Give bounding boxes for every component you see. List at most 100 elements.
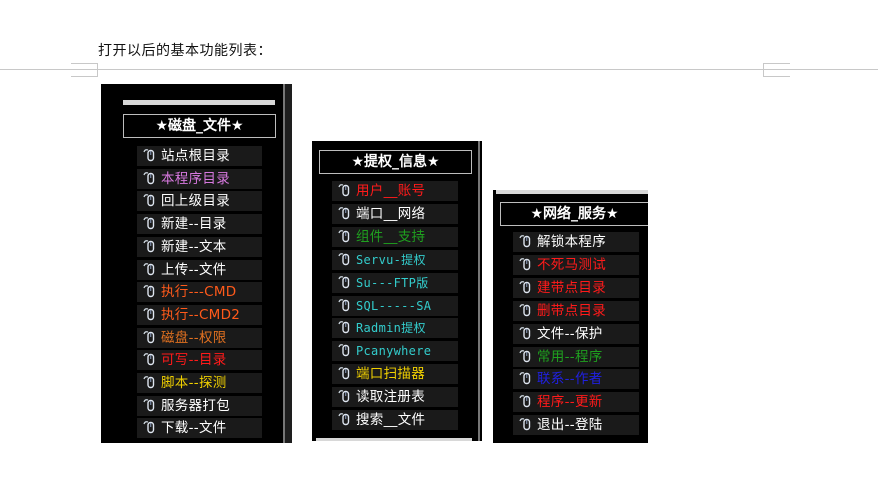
mouse-icon: [338, 412, 350, 426]
menu-item-label: Pcanywhere: [356, 344, 432, 358]
mouse-icon: [519, 417, 531, 431]
menu-item[interactable]: 建带点目录: [513, 278, 639, 298]
mouse-icon: [338, 275, 350, 289]
menu-item[interactable]: Su---FTP版: [332, 273, 458, 293]
menu-item-label: 文件--保护: [537, 326, 603, 342]
mouse-icon: [338, 183, 350, 197]
menu-item[interactable]: 读取注册表: [332, 387, 458, 407]
mouse-icon: [519, 326, 531, 340]
menu-item[interactable]: 退出--登陆: [513, 415, 639, 435]
panel-top-bar: [496, 190, 648, 194]
menu-item-label: 搜索__文件: [356, 412, 426, 428]
mouse-icon: [143, 420, 155, 434]
menu-item[interactable]: 下载--文件: [137, 418, 262, 438]
menu-item[interactable]: 脚本--探测: [137, 373, 262, 393]
menu-item-label: 解锁本程序: [537, 234, 606, 250]
header-divider: [0, 69, 878, 70]
menu-item[interactable]: Servu-提权: [332, 250, 458, 270]
mouse-icon: [143, 398, 155, 412]
menu-item-label: 上传--文件: [161, 262, 227, 278]
mouse-icon: [519, 234, 531, 248]
menu-item[interactable]: 本程序目录: [137, 169, 262, 189]
menu-item-label: SQL-----SA: [356, 299, 432, 313]
menu-item-label: 不死马测试: [537, 257, 606, 273]
menu-item-label: 服务器打包: [161, 398, 230, 414]
mouse-icon: [519, 371, 531, 385]
menu-item[interactable]: 新建--目录: [137, 214, 262, 234]
mouse-icon: [143, 307, 155, 321]
menu-item[interactable]: 服务器打包: [137, 396, 262, 416]
menu-item[interactable]: 可写--目录: [137, 350, 262, 370]
menu-item-label: 下载--文件: [161, 420, 227, 436]
menu-item[interactable]: 程序--更新: [513, 392, 639, 412]
mouse-icon: [143, 330, 155, 344]
menu-item[interactable]: 上传--文件: [137, 260, 262, 280]
panel-scrollbar[interactable]: [283, 84, 285, 443]
menu-item[interactable]: 回上级目录: [137, 191, 262, 211]
mouse-icon: [143, 262, 155, 276]
menu-item[interactable]: 不死马测试: [513, 255, 639, 275]
menu-item-label: Radmin提权: [356, 321, 426, 335]
menu-item[interactable]: 文件--保护: [513, 324, 639, 344]
menu-item-label: 回上级目录: [161, 193, 230, 209]
menu-item-label: 端口扫描器: [356, 366, 425, 382]
mouse-icon: [519, 280, 531, 294]
menu-item[interactable]: 常用--程序: [513, 347, 639, 367]
menu-item[interactable]: 站点根目录: [137, 146, 262, 166]
margin-marker-right: [763, 63, 790, 77]
menu-item[interactable]: 执行---CMD: [137, 282, 262, 302]
menu-item[interactable]: 组件__支持: [332, 227, 458, 247]
mouse-icon: [143, 375, 155, 389]
menu-item-label: 执行---CMD: [161, 284, 237, 300]
mouse-icon: [143, 148, 155, 162]
mouse-icon: [338, 320, 350, 334]
menu-item-label: 建带点目录: [537, 280, 606, 296]
panel-disk-files: ★磁盘_文件★ 站点根目录本程序目录回上级目录新建--目录新建--文本上传--文…: [101, 84, 292, 443]
menu-item-label: 本程序目录: [161, 171, 230, 187]
panel-scrollbar[interactable]: [478, 141, 480, 441]
menu-item-label: 程序--更新: [537, 394, 603, 410]
menu-item[interactable]: 端口扫描器: [332, 364, 458, 384]
menu-item[interactable]: 新建--文本: [137, 237, 262, 257]
menu-item-label: 磁盘--权限: [161, 330, 227, 346]
mouse-icon: [338, 389, 350, 403]
menu-item[interactable]: Pcanywhere: [332, 341, 458, 361]
panel-title: ★提权_信息★: [319, 150, 472, 174]
menu-item-label: 端口__网络: [356, 206, 426, 222]
panel-top-bar: [123, 100, 275, 105]
menu-item[interactable]: 删带点目录: [513, 301, 639, 321]
panel-bottom-bar: [316, 438, 472, 441]
mouse-icon: [338, 252, 350, 266]
menu-item-label: 用户__账号: [356, 183, 426, 199]
menu-item[interactable]: 解锁本程序: [513, 232, 639, 252]
mouse-icon: [519, 394, 531, 408]
menu-item-label: Su---FTP版: [356, 276, 429, 290]
menu-item[interactable]: 端口__网络: [332, 204, 458, 224]
mouse-icon: [143, 171, 155, 185]
menu-item-label: 退出--登陆: [537, 417, 603, 433]
mouse-icon: [143, 216, 155, 230]
document-caption: 打开以后的基本功能列表：: [98, 43, 272, 59]
mouse-icon: [143, 193, 155, 207]
panel-privilege-info: ★提权_信息★ 用户__账号端口__网络组件__支持 Servu-提权 Su---F…: [312, 141, 482, 441]
menu-item[interactable]: 搜索__文件: [332, 410, 458, 430]
mouse-icon: [519, 349, 531, 363]
mouse-icon: [338, 229, 350, 243]
menu-item[interactable]: 联系--作者: [513, 369, 639, 389]
menu-item-label: 新建--目录: [161, 216, 227, 232]
mouse-icon: [519, 303, 531, 317]
menu-item-label: 可写--目录: [161, 352, 227, 368]
menu-item-label: 脚本--探测: [161, 375, 227, 391]
menu-item[interactable]: SQL-----SA: [332, 296, 458, 316]
menu-item[interactable]: 执行--CMD2: [137, 305, 262, 325]
menu-item-label: 站点根目录: [161, 148, 230, 164]
panel-network-services: ★网络_服务★ 解锁本程序不死马测试建带点目录删带点目录文件--保护常用--程序…: [493, 190, 648, 443]
mouse-icon: [519, 257, 531, 271]
menu-item[interactable]: 磁盘--权限: [137, 328, 262, 348]
menu-item[interactable]: Radmin提权: [332, 318, 458, 338]
menu-item-label: 常用--程序: [537, 349, 603, 365]
mouse-icon: [143, 239, 155, 253]
mouse-icon: [143, 284, 155, 298]
menu-item-label: 新建--文本: [161, 239, 227, 255]
menu-item[interactable]: 用户__账号: [332, 181, 458, 201]
